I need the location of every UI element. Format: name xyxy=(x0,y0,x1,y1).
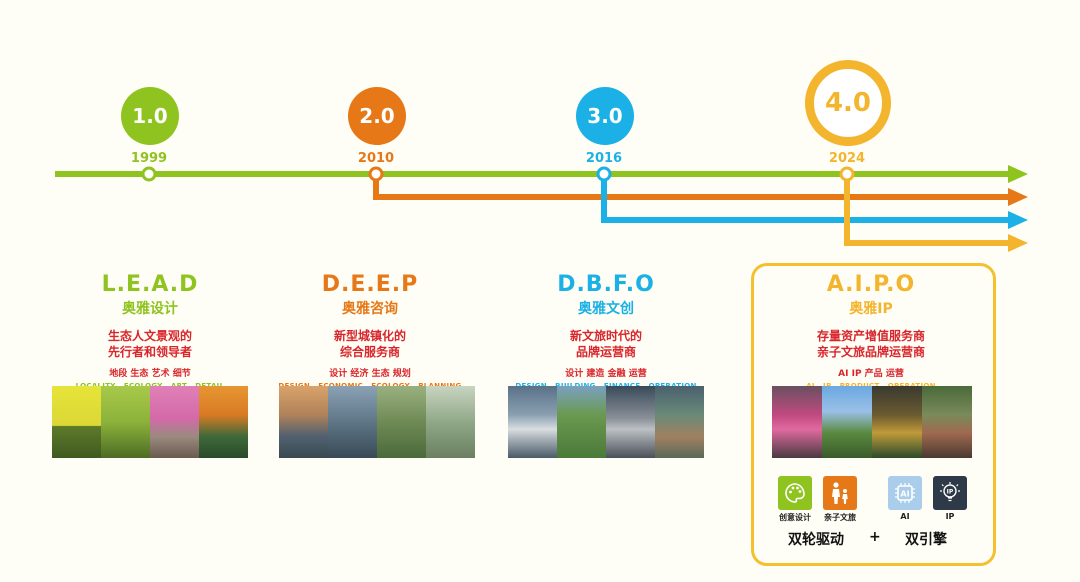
stage-description: 新型城镇化的 综合服务商 xyxy=(270,328,470,360)
arrowhead-orange xyxy=(1008,188,1028,206)
dual-engine-label: 双引擎 xyxy=(905,532,947,548)
version-label: 1.0 xyxy=(132,104,168,128)
photo-playground xyxy=(872,386,922,458)
arrowhead-blue xyxy=(1008,211,1028,229)
timeline-node-2016 xyxy=(596,166,612,182)
stage-card-dbfo: D.B.F.O 奥雅文创 新文旅时代的 品牌运营商 设计 建造 金融 运营 DE… xyxy=(506,272,706,391)
dual-wheel-drive-label: 双轮驱动 xyxy=(788,532,844,548)
photo-white-architecture xyxy=(508,386,557,458)
svg-text:AI: AI xyxy=(900,490,909,499)
current-stage-highlight-box xyxy=(751,263,996,566)
photo-family-visitors xyxy=(922,386,972,458)
description-line: 品牌运营商 xyxy=(575,345,636,359)
stage-tags-cn: 地段 生态 艺术 细节 xyxy=(109,369,191,379)
creative-design-icon-box xyxy=(778,476,812,510)
stage-tags-cn: 设计 建造 金融 运营 xyxy=(565,369,647,379)
stage-photos-aipo xyxy=(772,386,972,458)
photo-blue-sky-park xyxy=(822,386,872,458)
photo-silver-sculpture xyxy=(606,386,655,458)
driver-label: AI xyxy=(900,512,910,521)
stage-brand: 奥雅IP xyxy=(849,301,893,317)
stage-card-lead: L.E.A.D 奥雅设计 生态人文景观的 先行者和领导者 地段 生态 艺术 细节… xyxy=(50,272,250,391)
ip-icon-box: IP xyxy=(933,476,967,510)
version-label: 2.0 xyxy=(359,104,395,128)
ai-chip-icon: AI xyxy=(895,483,915,503)
arrowhead-yellow xyxy=(1008,234,1028,252)
ai-icon-box: AI xyxy=(888,476,922,510)
photo-wetland-boardwalk xyxy=(377,386,426,458)
stage-brand: 奥雅文创 xyxy=(578,301,634,317)
photo-pink-tower xyxy=(772,386,822,458)
stage-photos-lead xyxy=(52,386,248,458)
description-line: 综合服务商 xyxy=(339,345,400,359)
description-line: 生态人文景观的 xyxy=(107,329,192,343)
plus-sign: + xyxy=(869,529,881,545)
stage-card-deep: D.E.E.P 奥雅咨询 新型城镇化的 综合服务商 设计 经济 生态 规划 DE… xyxy=(270,272,470,391)
description-line: 新型城镇化的 xyxy=(333,329,406,343)
photo-rural-landscape xyxy=(557,386,606,458)
year-label: 2016 xyxy=(585,151,623,166)
stage-photos-dbfo xyxy=(508,386,704,458)
photo-green-facade xyxy=(426,386,475,458)
stage-code: L.E.A.D xyxy=(101,272,199,297)
family-travel-icon-box xyxy=(823,476,857,510)
svg-text:IP: IP xyxy=(947,489,954,496)
timeline-line-orange xyxy=(373,174,1010,200)
driver-label: 创意设计 xyxy=(779,513,811,522)
version-badge-4: 4.0 xyxy=(805,60,891,146)
year-label: 2010 xyxy=(357,151,395,166)
timeline-node-1999 xyxy=(141,166,157,182)
description-line: 亲子文旅品牌运营商 xyxy=(816,345,925,359)
timeline-line-yellow xyxy=(844,174,1010,246)
version-badge-2: 2.0 xyxy=(348,87,406,145)
stage-brand: 奥雅设计 xyxy=(122,301,178,317)
version-label: 4.0 xyxy=(824,88,872,118)
timeline-line-blue xyxy=(601,174,1010,223)
stage-code: D.B.F.O xyxy=(557,272,655,297)
version-badge-1: 1.0 xyxy=(121,87,179,145)
stage-card-aipo: A.I.P.O 奥雅IP 存量资产增值服务商 亲子文旅品牌运营商 AI IP 产… xyxy=(771,272,971,391)
stage-code: A.I.P.O xyxy=(826,272,916,297)
driver-label: 亲子文旅 xyxy=(824,513,856,522)
timeline-node-2010 xyxy=(368,166,384,182)
version-label: 3.0 xyxy=(587,104,623,128)
description-line: 存量资产增值服务商 xyxy=(816,329,925,343)
photo-city-skyline xyxy=(279,386,328,458)
description-line: 新文旅时代的 xyxy=(569,329,642,343)
timeline-arrows xyxy=(55,165,1028,252)
stage-tags-cn: AI IP 产品 运营 xyxy=(838,369,904,379)
version-badge-3: 3.0 xyxy=(576,87,634,145)
photo-yellow-field xyxy=(52,386,101,458)
photo-green-meadow xyxy=(101,386,150,458)
description-line: 先行者和领导者 xyxy=(107,345,192,359)
stage-code: D.E.E.P xyxy=(321,272,419,297)
stage-description: 新文旅时代的 品牌运营商 xyxy=(506,328,706,360)
year-label: 1999 xyxy=(130,151,168,166)
photo-orange-garden xyxy=(199,386,248,458)
arrowhead-green xyxy=(1008,165,1028,183)
stage-tags-cn: 设计 经济 生态 规划 xyxy=(329,369,411,379)
stage-brand: 奥雅咨询 xyxy=(342,301,398,317)
year-label: 2024 xyxy=(828,151,866,166)
photo-aerial-park xyxy=(655,386,704,458)
photo-pink-sculpture xyxy=(150,386,199,458)
stage-description: 存量资产增值服务商 亲子文旅品牌运营商 xyxy=(771,328,971,360)
palette-icon xyxy=(785,483,805,503)
photo-glass-building xyxy=(328,386,377,458)
timeline-node-2024 xyxy=(839,166,855,182)
stage-description: 生态人文景观的 先行者和领导者 xyxy=(50,328,250,360)
stage-photos-deep xyxy=(279,386,475,458)
lightbulb-icon: IP xyxy=(940,482,960,502)
driver-label: IP xyxy=(945,512,955,521)
parent-child-icon xyxy=(832,482,848,504)
